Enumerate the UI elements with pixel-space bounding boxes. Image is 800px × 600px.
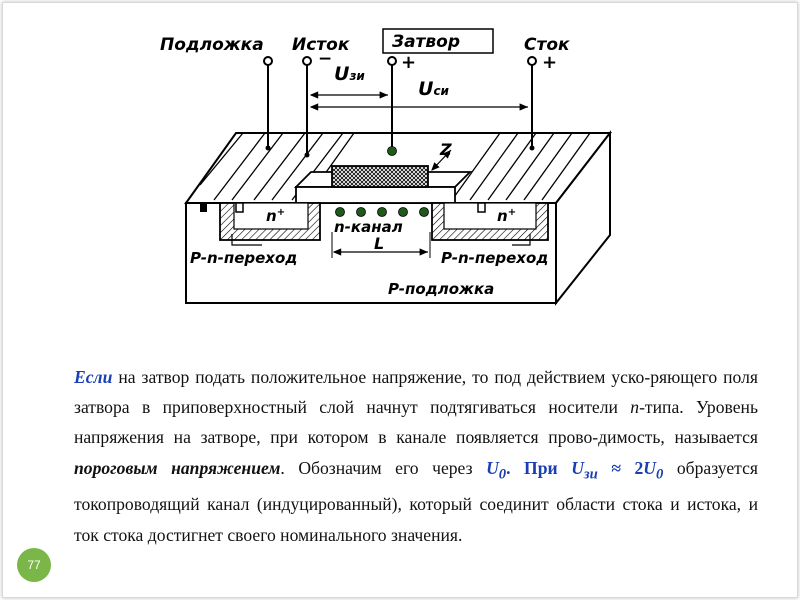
junction-pointers — [231, 234, 531, 246]
paragraph-threshold-term: пороговым напряжением — [74, 457, 281, 478]
n-plus-region-drain — [431, 202, 549, 241]
paragraph-n-type: n — [630, 397, 640, 418]
channel-electrons — [335, 207, 429, 217]
gate-label-box — [382, 28, 494, 54]
length-extension-lines — [331, 232, 431, 258]
width-z-label: Z — [439, 140, 452, 159]
n-plus-source-label: n+ — [266, 207, 285, 225]
channel-label: n-канал — [334, 218, 403, 236]
description-paragraph: Если на затвор подать положительное напр… — [74, 362, 758, 550]
terminal-leads — [263, 56, 537, 155]
u-ds-label: Uси — [418, 78, 450, 100]
paragraph-text-2: -типа. Уровень напряжения на затворе, пр… — [74, 397, 758, 448]
paragraph-approx: ≈ 2 — [611, 457, 644, 478]
top-face-stripes — [199, 132, 591, 201]
source-terminal-label: Исток — [292, 35, 350, 55]
contact-substrate — [200, 203, 207, 212]
paragraph-u0-symbol: U0 — [486, 457, 507, 483]
n-plus-region-source — [219, 202, 321, 241]
gate-electron — [387, 146, 397, 156]
substrate-region-label: P-подложка — [388, 280, 494, 298]
paragraph-text-5: образуется токопроводящий канал (индуцир… — [74, 457, 758, 545]
paragraph-lead-word: Если — [74, 367, 113, 387]
paragraph-text-1: на затвор подать положительное напряжени… — [74, 367, 758, 418]
paragraph-text-3: . Обозначим его через — [280, 457, 487, 478]
contact-drain — [477, 202, 486, 213]
drain-plus-sign: + — [542, 52, 557, 73]
contact-source — [235, 202, 244, 213]
gate-terminal-label: Затвор — [391, 32, 460, 52]
junction-right-label: P-n-переход — [441, 249, 548, 267]
n-plus-drain-label: n+ — [497, 207, 516, 225]
page-number-badge: 77 — [17, 548, 51, 582]
substrate-terminal-label: Подложка — [160, 35, 264, 55]
u-gs-label: Uзи — [334, 63, 365, 85]
length-l-label: L — [374, 234, 384, 253]
paragraph-ugs-symbol: Uзи — [571, 457, 598, 483]
source-minus-sign: − — [318, 49, 332, 69]
gate-plus-sign: + — [401, 52, 416, 73]
drain-terminal-label: Сток — [524, 35, 570, 55]
gate-metal — [331, 165, 429, 188]
paragraph-u0-symbol-2: U0 — [643, 457, 664, 483]
z-arrow — [431, 149, 452, 171]
paragraph-text-4: . При — [506, 457, 572, 478]
junction-left-label: P-n-переход — [190, 249, 297, 267]
